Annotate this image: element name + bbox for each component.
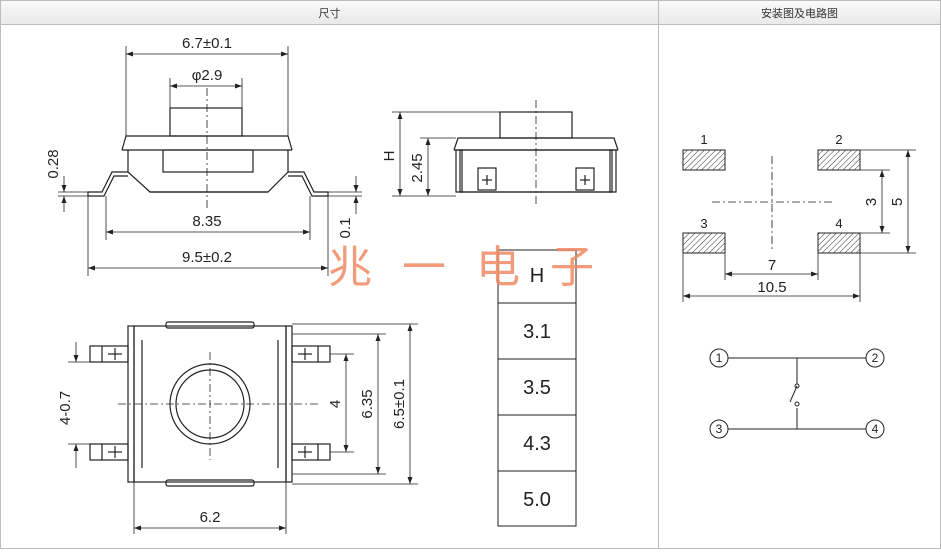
watermark-text: 兆一电子 [328,242,624,293]
pad-4 [817,232,861,254]
mounting-header: 安装图及电路图 [658,0,941,25]
footprint [682,149,861,254]
side-view [87,107,329,197]
terminal-3 [709,419,729,439]
outer-width-dim: 6.5±0.1 [391,379,408,429]
inner-width-dim: 6.35 [359,389,376,418]
plunger-outline [169,107,243,137]
overall-x-dim: 10.5 [757,279,786,296]
height-table [497,249,577,527]
terminal-1-label: 1 [716,351,723,365]
body-span-dim: 8.35 [192,213,221,230]
inner-x-dim: 7 [768,257,776,274]
pad-2 [817,149,861,171]
panel-divider [658,25,659,549]
circuit-diagram [709,348,885,439]
terminal-2-label: 2 [872,351,879,365]
body-height-dim: 2.45 [409,153,426,182]
body-width-dim: 6.2 [200,509,221,526]
pad-3-label: 3 [700,216,707,231]
terminal-4 [865,419,885,439]
pad-pitch-y-dim: 3 [863,198,880,206]
top-width-dim: 6.7±0.1 [182,35,232,52]
terminal-2 [865,348,885,368]
terminal-1 [709,348,729,368]
dimensions-header: 尺寸 [0,0,658,25]
pad-2-label: 2 [835,132,842,147]
height-value-1: 3.1 [523,321,551,343]
height-h-dim: H [381,151,398,162]
total-span-dim: 9.5±0.2 [182,249,232,266]
terminal-3-label: 3 [716,422,723,436]
pad-4-label: 4 [835,216,842,231]
lead-thickness-dim: 0.28 [45,149,62,178]
switch-contact [789,385,798,403]
pad-gap-dim: 4 [327,400,344,408]
height-value-2: 3.5 [523,377,551,399]
height-value-4: 5.0 [523,489,551,511]
pad-3 [682,232,726,254]
standoff-dim: 0.1 [337,218,354,239]
pad-1 [682,149,726,171]
terminal-4-label: 4 [872,422,879,436]
pad-1-label: 1 [700,132,707,147]
plunger-diameter-dim: φ2.9 [192,67,223,84]
lead-pitch-dim: 4-0.7 [57,391,74,425]
height-value-3: 4.3 [523,433,551,455]
height-table-header: H [530,265,544,287]
overall-y-dim: 5 [889,198,906,206]
